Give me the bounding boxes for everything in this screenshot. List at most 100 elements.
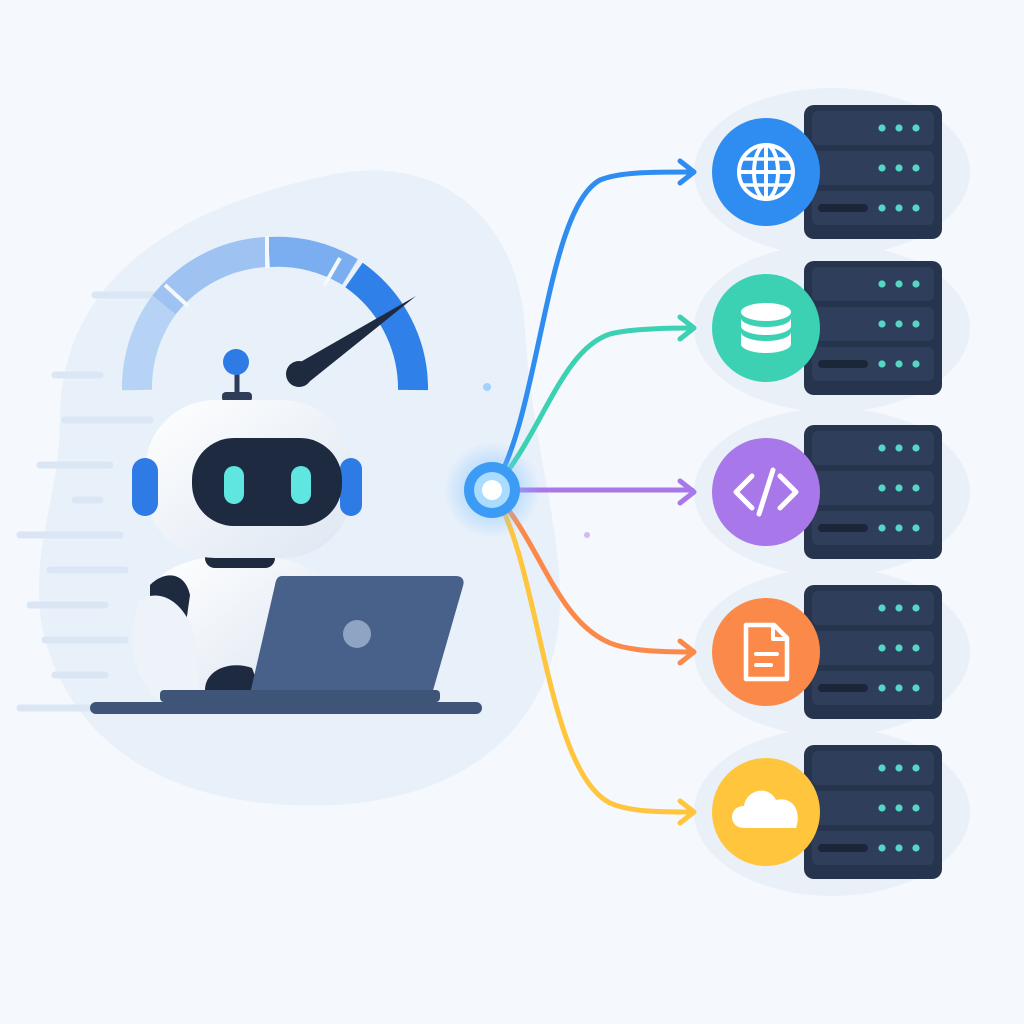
server-led [895, 764, 903, 772]
hub-node-icon [444, 442, 540, 538]
cloud-icon [712, 758, 820, 866]
gauge-tick [322, 257, 342, 287]
server-led [878, 764, 886, 772]
speed-lines [16, 291, 169, 712]
server-led [895, 684, 903, 692]
database-icon [712, 274, 820, 382]
server-led [878, 604, 886, 612]
server-unit [812, 751, 934, 785]
server-led [878, 124, 886, 132]
desk [90, 702, 482, 714]
server-rack-icon [804, 585, 942, 719]
gauge-needle [290, 296, 416, 386]
server-led [895, 444, 903, 452]
server-led [912, 124, 920, 132]
gauge-segment-1 [121, 296, 177, 391]
gauge-needle-hub [286, 361, 312, 387]
server-led [912, 484, 920, 492]
robot-eye-left [224, 466, 244, 504]
route-document [489, 487, 695, 655]
server-led [895, 524, 903, 532]
server-led [895, 604, 903, 612]
server-led [878, 164, 886, 172]
server-unit [812, 831, 934, 865]
server-unit [812, 307, 934, 341]
code-icon [712, 438, 820, 546]
document-icon [712, 598, 820, 706]
robot-antenna-tip [223, 349, 249, 375]
server-led [895, 280, 903, 288]
robot-ear-right [340, 458, 362, 516]
server-unit [812, 471, 934, 505]
route-arrow [677, 638, 697, 666]
server-rack-icon [804, 425, 942, 559]
speedometer-icon [121, 236, 429, 391]
server-unit [812, 591, 934, 625]
server-led [895, 204, 903, 212]
server-slot [818, 844, 868, 852]
server-led [912, 164, 920, 172]
server-unit [812, 151, 934, 185]
server-slot [818, 524, 868, 532]
server-led [878, 360, 886, 368]
server-led [895, 644, 903, 652]
globe-icon [712, 118, 820, 226]
server-led [895, 124, 903, 132]
server-led [912, 444, 920, 452]
server-rack-icon [804, 745, 942, 879]
route-arrow [677, 798, 697, 826]
robot-eye-right [291, 466, 311, 504]
server-led [895, 320, 903, 328]
route-cloud [489, 487, 695, 815]
robot-ear-left [132, 458, 158, 516]
server-unit [812, 347, 934, 381]
sparkle-dot [584, 532, 590, 538]
server-led [912, 320, 920, 328]
route-arrow [677, 158, 697, 186]
server-led [878, 644, 886, 652]
server-led [912, 604, 920, 612]
server-led [912, 844, 920, 852]
route-arrow [677, 478, 697, 506]
laptop-base [160, 690, 440, 702]
server-led [878, 320, 886, 328]
server-led [895, 484, 903, 492]
server-led [912, 524, 920, 532]
server-led [878, 804, 886, 812]
server-unit [812, 431, 934, 465]
server-unit [812, 191, 934, 225]
server-led [878, 484, 886, 492]
server-led [895, 360, 903, 368]
server-led [912, 280, 920, 288]
route-database [489, 325, 695, 493]
server-unit [812, 267, 934, 301]
server-led [912, 360, 920, 368]
laptop-icon [160, 576, 464, 702]
server-unit [812, 111, 934, 145]
server-led [878, 204, 886, 212]
server-unit [812, 791, 934, 825]
server-unit [812, 511, 934, 545]
server-led [878, 524, 886, 532]
server-led [912, 764, 920, 772]
server-slot [818, 684, 868, 692]
route-web [489, 169, 695, 493]
server-led [912, 804, 920, 812]
robot-antenna-base [222, 392, 252, 402]
server-slot [818, 204, 868, 212]
server-unit [812, 671, 934, 705]
gauge-segment-3 [268, 236, 358, 286]
server-led [912, 204, 920, 212]
server-led [895, 804, 903, 812]
robot-hand [205, 665, 262, 695]
gauge-segment-4 [345, 262, 429, 391]
server-led [912, 644, 920, 652]
route-arrow [677, 314, 697, 342]
robot-arm [131, 595, 200, 700]
server-led [912, 684, 920, 692]
server-led [895, 844, 903, 852]
robot-visor [192, 438, 342, 526]
server-led [878, 280, 886, 288]
sparkle-dot [483, 383, 491, 391]
